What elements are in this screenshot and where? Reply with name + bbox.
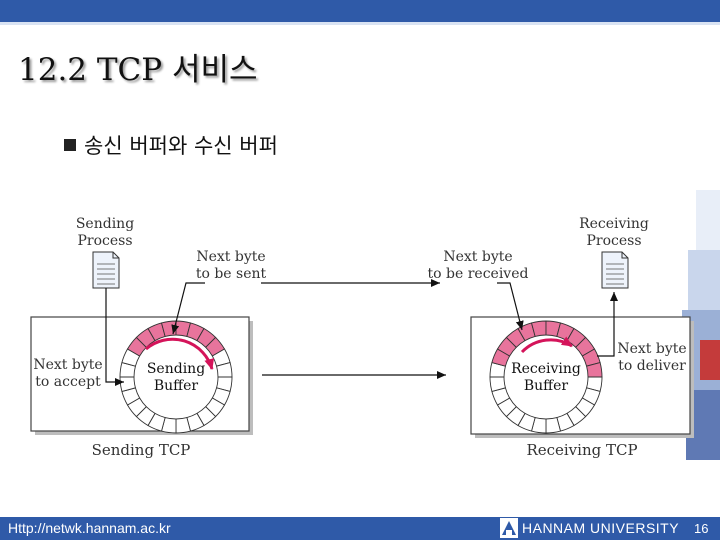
next-byte-sent-label-2: to be sent [196,266,267,282]
next-byte-accept-label-2: to accept [35,374,101,390]
top-bar [0,0,720,22]
university-logo-icon [500,518,518,538]
receiving-buffer-label-2: Buffer [524,378,569,394]
sending-process-label-1: Sending [76,216,134,232]
footer-url[interactable]: Http://netwk.hannam.ac.kr [8,520,171,536]
receiving-buffer-ring [489,320,603,434]
next-byte-deliver-label-1: Next byte [617,341,686,357]
sending-process-to-buffer-arrow [105,288,124,386]
next-byte-sent-arrow [171,282,205,335]
next-byte-accept-label-1: Next byte [33,357,102,373]
receiving-tcp-label: Receiving TCP [526,441,637,459]
sending-process-document-icon [92,251,120,289]
bullet-square-icon [64,139,76,151]
sending-rotation-arrow [145,337,215,370]
buffer-slot-empty [489,376,506,393]
top-bar-shadow [0,22,720,25]
next-byte-sent-label-1: Next byte [196,249,265,265]
footer-university: HANNAM UNIVERSITY [522,520,680,536]
sending-buffer-label-2: Buffer [154,378,199,394]
bullet-text: 송신 버퍼와 수신 버퍼 [84,134,278,158]
receiving-process-document-icon [601,251,629,289]
sending-process-label-2: Process [77,233,132,249]
next-byte-deliver-label-2: to deliver [618,358,686,374]
receiving-process-label-1: Receiving [579,216,649,232]
bottom-bar [0,517,720,540]
next-byte-received-label-1: Next byte [443,249,512,265]
next-byte-received-label-2: to be received [428,266,529,282]
sending-tcp-label: Sending TCP [92,441,191,459]
receiving-process-label-2: Process [586,233,641,249]
buffer-to-receiving-process-arrow [597,292,618,357]
receiving-buffer-label-1: Receiving [511,361,581,377]
next-byte-received-arrow [497,282,524,331]
slide-title: 12.2 TCP 서비스 [18,52,258,88]
sending-buffer-label-1: Sending [147,361,205,377]
page-number: 16 [694,521,709,536]
receiving-rotation-arrow [520,336,573,354]
